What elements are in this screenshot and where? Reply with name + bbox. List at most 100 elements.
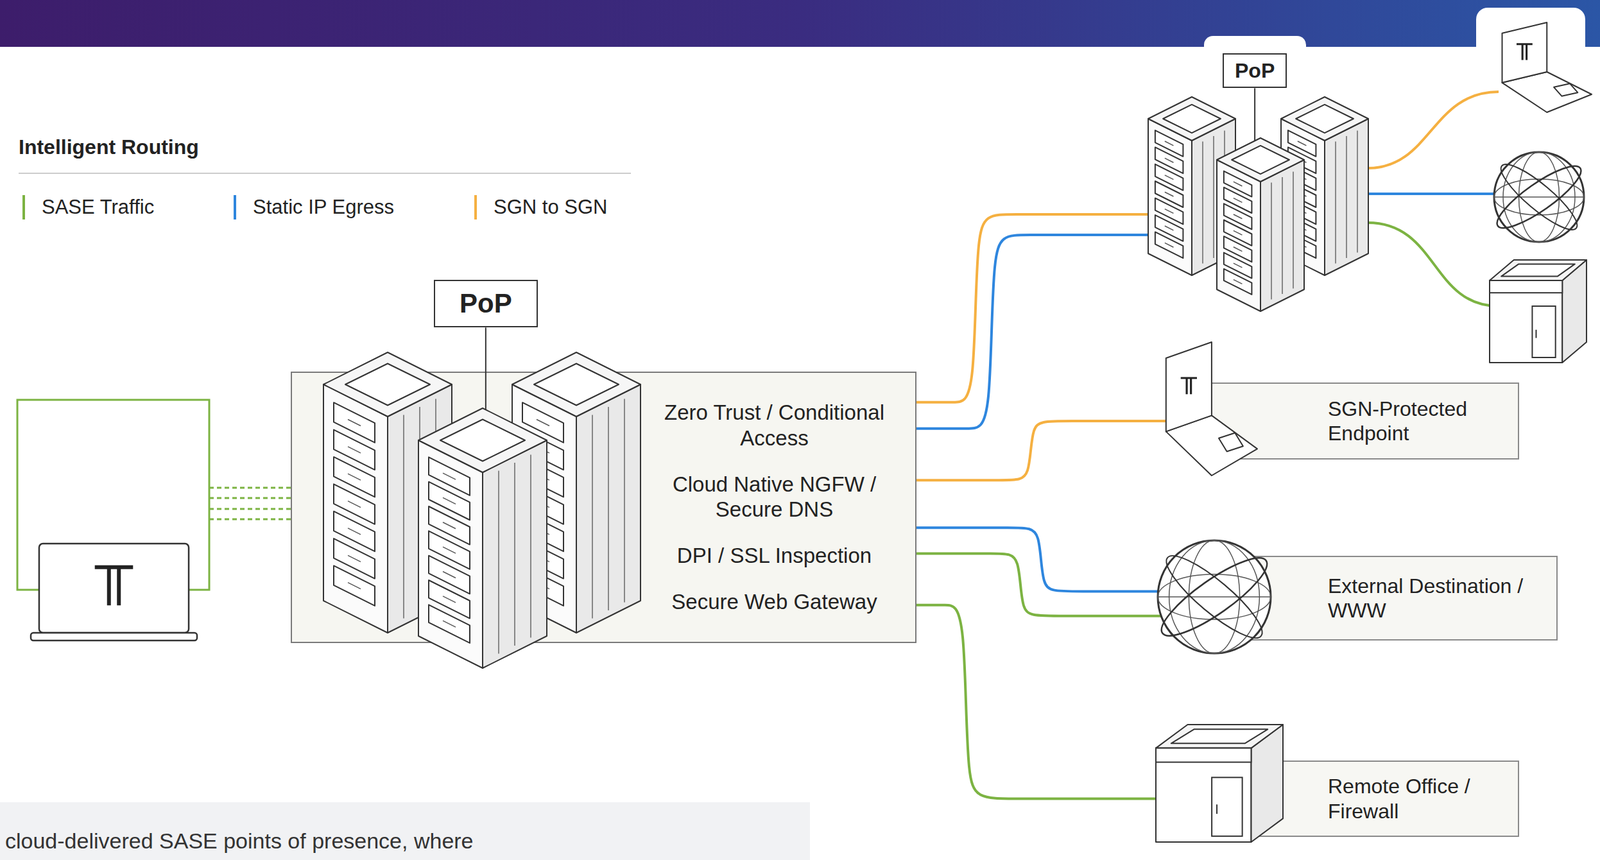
tower-drawer <box>522 538 564 579</box>
drawer-handle <box>1297 141 1307 146</box>
tower-cap <box>1295 104 1354 133</box>
tower-drawer <box>1223 252 1253 279</box>
globe-orbit <box>1157 545 1271 649</box>
drawer-handle <box>1297 209 1307 214</box>
office-roof <box>1155 724 1283 749</box>
legend-title: Intelligent Routing <box>18 134 199 160</box>
tower-cap <box>1231 145 1290 174</box>
legend-item: Static IP Egress <box>233 195 395 220</box>
drawer-handle <box>1233 214 1243 219</box>
office-roof <box>1489 259 1587 281</box>
tower-cap <box>440 419 525 462</box>
brand-logo <box>1516 44 1533 61</box>
drawer-handle <box>1233 279 1243 285</box>
drawer-handle <box>1297 175 1307 180</box>
tunnel-line <box>209 518 291 521</box>
drawer-handle <box>1164 209 1174 214</box>
tower-top <box>1216 137 1305 182</box>
tower-side <box>387 384 452 633</box>
laptop-screen <box>1502 22 1548 83</box>
drawer-handle <box>536 555 550 562</box>
legend-swatch <box>474 195 477 220</box>
tower-drawer <box>1155 198 1184 225</box>
legend-item: SASE Traffic <box>22 195 155 220</box>
tower-vent <box>1223 130 1226 253</box>
tower-drawer <box>333 538 375 579</box>
tower-drawer <box>1288 180 1317 208</box>
tower-cap <box>345 363 431 406</box>
tower-drawer <box>1223 203 1253 230</box>
header-bar <box>0 0 1600 47</box>
tunnel-line <box>209 497 291 500</box>
tower-top <box>512 352 641 417</box>
tower-drawer <box>1155 146 1184 174</box>
drawer-handle <box>347 473 361 481</box>
tower-vent <box>498 471 500 654</box>
tower-side <box>482 440 547 669</box>
tower-top <box>418 408 547 473</box>
globe-meridian <box>1188 540 1240 654</box>
drawer-handle <box>1233 198 1243 203</box>
drawer-handle <box>347 501 361 508</box>
drawer-handle <box>1233 263 1243 268</box>
legend-text: Static IP Egress <box>252 195 395 219</box>
drawer-handle <box>442 473 456 480</box>
tower-drawer <box>1288 215 1317 242</box>
office-icon <box>1155 724 1283 843</box>
office-box: Remote Office / Firewall <box>1219 760 1520 837</box>
tower-vent <box>607 406 610 611</box>
globe-meridian <box>1494 179 1584 216</box>
drawer-handle <box>442 620 456 628</box>
tower-vent <box>1345 136 1348 259</box>
drawer-handle <box>1233 230 1243 235</box>
office-door-handle <box>1216 804 1218 814</box>
pop-panel: PoPZero Trust / Conditional AccessCloud … <box>290 371 917 644</box>
tower-front <box>1216 159 1261 312</box>
drawer-handle <box>347 555 361 562</box>
drawer-handle <box>1164 175 1174 180</box>
tower-vent <box>530 455 532 638</box>
tower-vent <box>1356 130 1359 253</box>
legend-item: SGN to SGN <box>474 195 608 220</box>
tower-drawer <box>522 511 564 552</box>
office-front <box>1155 748 1252 843</box>
drawer-handle <box>536 446 550 454</box>
pop-label: PoP <box>1222 53 1287 88</box>
caption-text: cloud-delivered SASE points of presence,… <box>5 827 474 855</box>
laptop-icon <box>1166 342 1258 476</box>
drawer-handle <box>536 582 550 590</box>
endpoint-box: SGN-Protected Endpoint <box>1206 382 1520 460</box>
node-text: Zero Trust / Conditional Access <box>654 399 895 451</box>
tower-cap <box>533 363 619 406</box>
tunnel-lines <box>209 487 291 520</box>
tunnel-line <box>209 508 291 511</box>
node-text: Remote Office / Firewall <box>1327 774 1502 824</box>
tunnel-line <box>209 487 291 490</box>
brand-logo <box>94 567 134 606</box>
tower-vent <box>1292 172 1294 289</box>
server-tower <box>512 352 641 633</box>
tower-front <box>512 384 577 633</box>
office-side <box>1251 724 1284 843</box>
caption-panel <box>0 802 810 860</box>
tower-drawer <box>428 555 470 595</box>
tower-top <box>1148 96 1236 141</box>
legend-text: SASE Traffic <box>41 195 155 219</box>
drawer-handle <box>442 497 456 504</box>
tower-drawer <box>428 530 470 570</box>
laptop-base <box>1166 415 1258 476</box>
laptop-pad <box>1553 83 1578 97</box>
globe-equator <box>1494 196 1584 198</box>
tower-drawer <box>522 456 564 498</box>
drawer-handle <box>536 501 550 508</box>
globe-icon <box>1152 540 1276 654</box>
globe-meridian <box>1169 540 1260 654</box>
drawer-handle <box>1297 191 1307 197</box>
node-text: DPI / SSL Inspection <box>654 542 895 569</box>
globe-icon <box>1490 152 1589 242</box>
office-band <box>1155 748 1252 763</box>
tower-drawer <box>1288 164 1317 191</box>
office-door-handle <box>1535 329 1537 339</box>
legend-swatch <box>233 195 237 220</box>
